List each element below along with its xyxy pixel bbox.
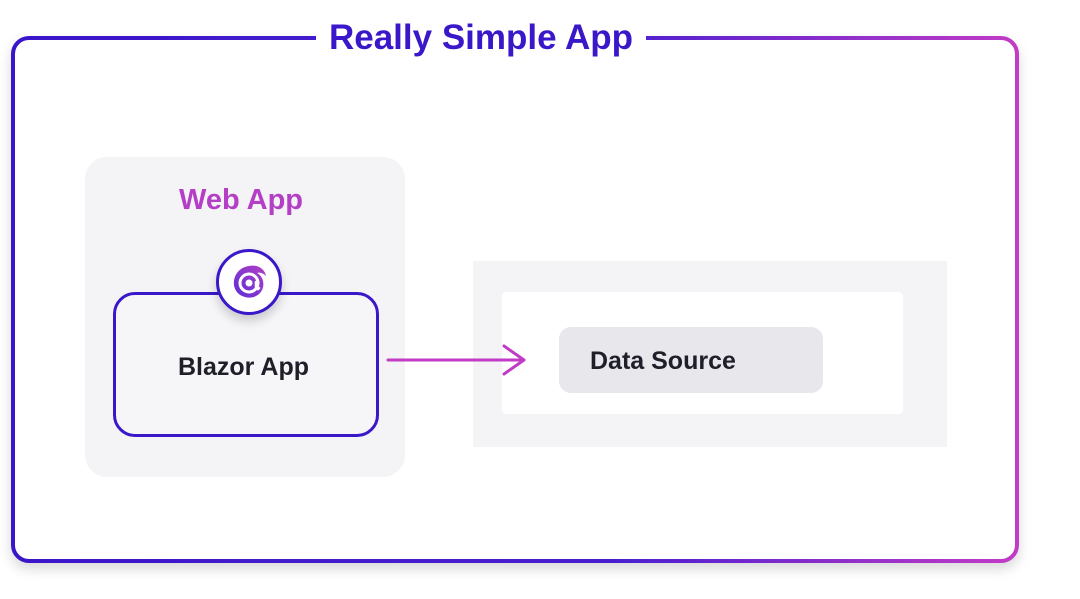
data-source-node: [559, 327, 823, 393]
arrow-head: [502, 344, 526, 376]
blazor-logo-glyph: [233, 265, 266, 298]
web-app-label: Web App: [178, 184, 304, 216]
blazor-app-node: [113, 292, 379, 437]
diagram-title: Really Simple App: [316, 14, 646, 62]
blazor-app-label: Blazor App: [178, 353, 310, 381]
data-source-label: Data Source: [590, 347, 736, 375]
blazor-icon: [216, 249, 282, 315]
blazor-to-data-source-arrow: [386, 344, 526, 376]
